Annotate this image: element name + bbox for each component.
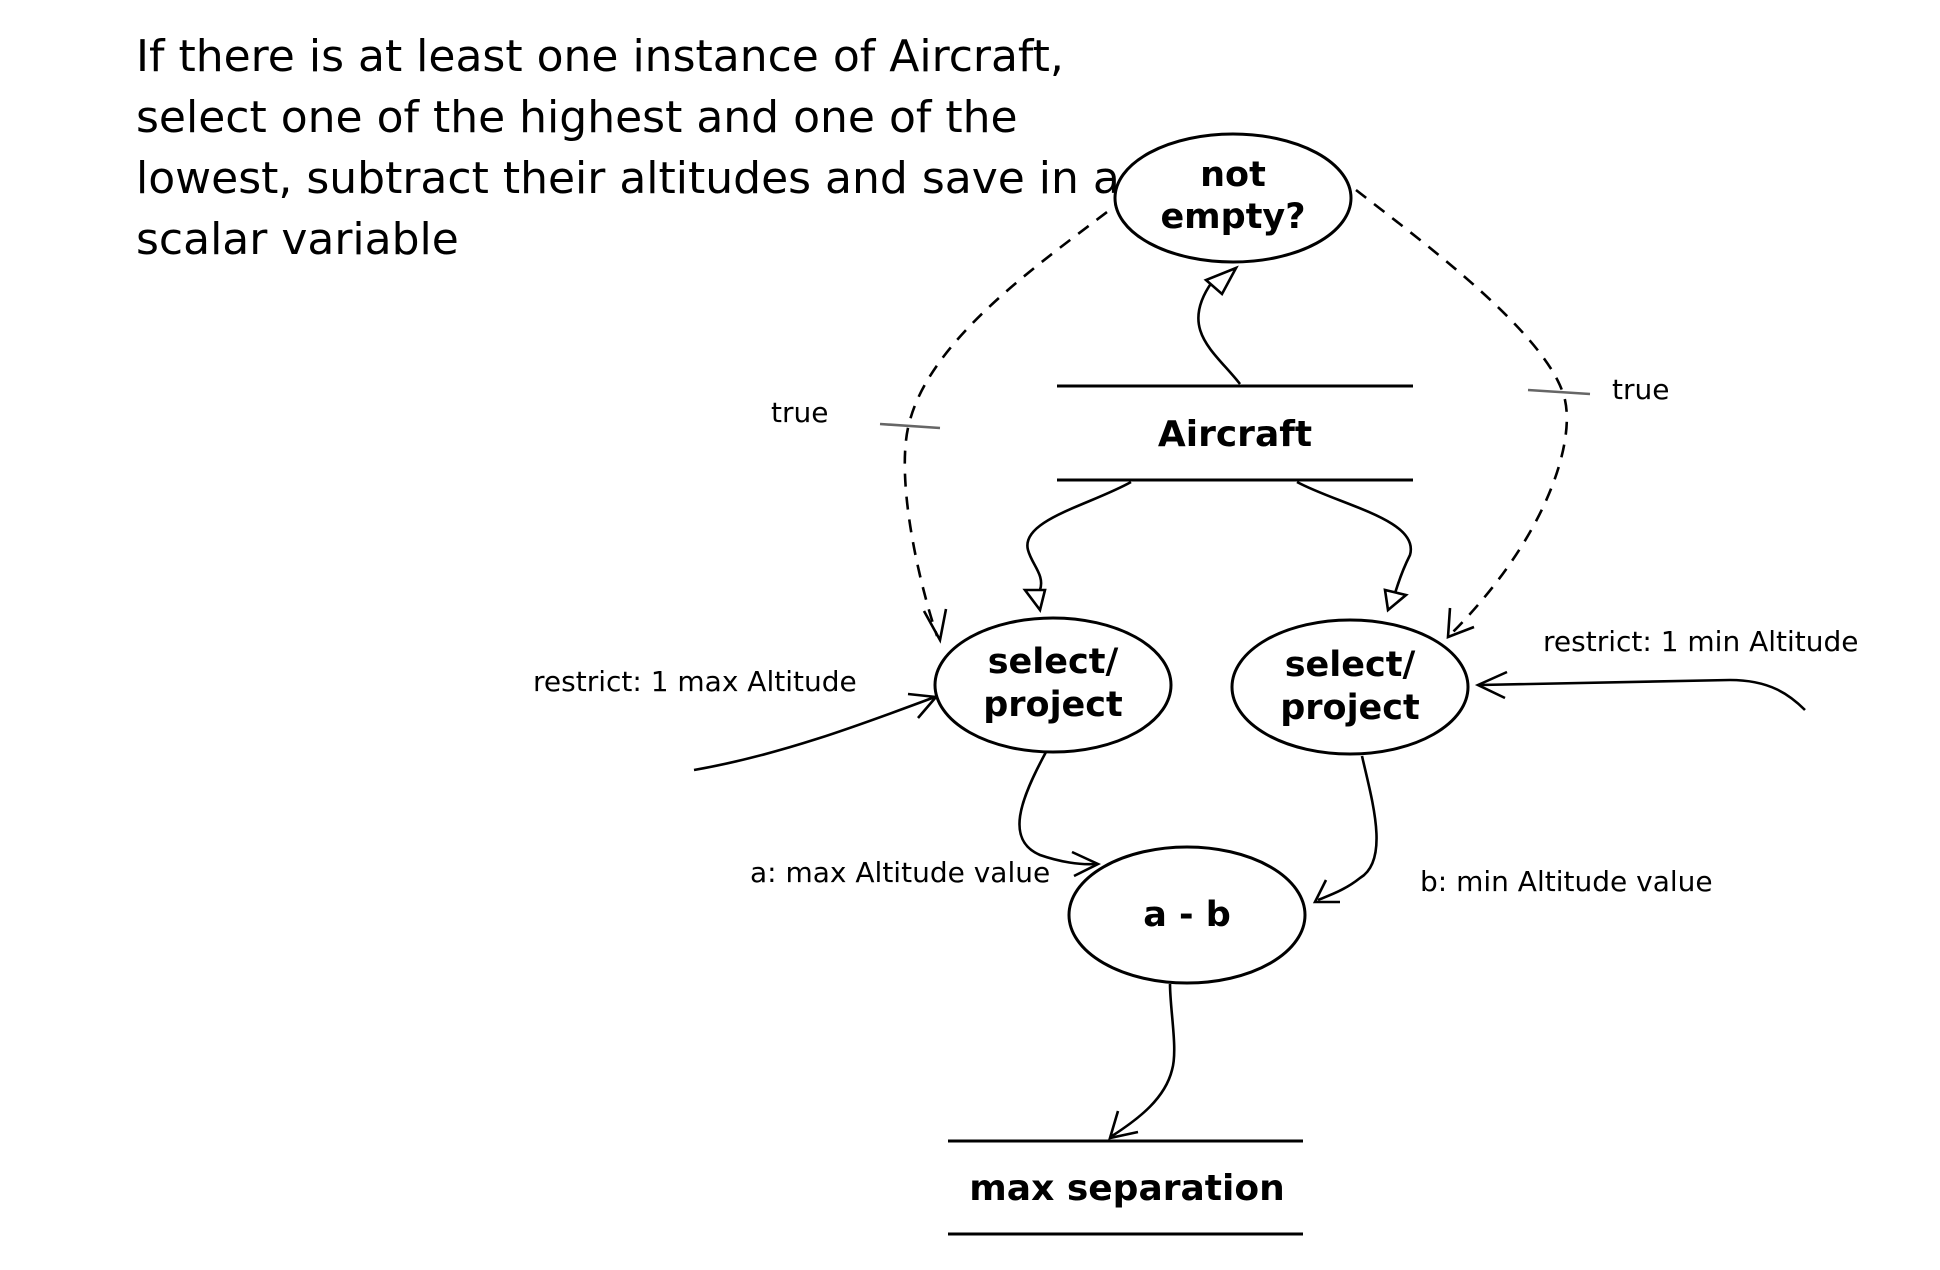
flow-label-value-b: b: min Altitude value [1420, 865, 1713, 898]
hollow-arrowhead-icon [1022, 588, 1047, 613]
flow-tick-mark [1527, 388, 1591, 396]
process-label: empty? [1160, 197, 1305, 237]
process-oval [1230, 618, 1470, 756]
open-arrowhead-icon [1071, 850, 1102, 878]
process-label: not [1200, 155, 1266, 195]
flow-label-value-a: a: max Altitude value [750, 856, 1050, 889]
diagram-description: If there is at least one instance of Air… [136, 26, 1120, 270]
hollow-arrowhead-icon [1383, 588, 1409, 613]
open-arrowhead-icon [922, 608, 948, 644]
process-label: select/ [988, 642, 1119, 682]
description-line: select one of the highest and one of the [136, 92, 1018, 143]
process-label: project [1280, 688, 1420, 728]
flow-restrict-min [1479, 678, 1806, 711]
open-arrowhead-icon [1108, 1110, 1139, 1140]
description-line: If there is at least one instance of Air… [136, 31, 1064, 82]
flow-label-true-right: true [1612, 373, 1669, 406]
control-flow-right [1355, 188, 1569, 636]
flow-tick-mark [879, 422, 941, 430]
process-oval [933, 616, 1173, 754]
flow-value-a [1018, 751, 1096, 866]
process-oval [1067, 845, 1307, 985]
process-subtract: a - b [1067, 845, 1307, 985]
description-line: lowest, subtract their altitudes and sav… [136, 153, 1120, 204]
process-not-empty: not empty? [1113, 132, 1353, 264]
process-select-min: select/ project [1230, 618, 1470, 756]
flow-label-restrict-min: restrict: 1 min Altitude [1543, 625, 1859, 658]
flow-value-b [1317, 755, 1378, 902]
open-arrowhead-icon [1474, 670, 1508, 700]
process-oval [1113, 132, 1353, 264]
flow-label-restrict-max: restrict: 1 max Altitude [533, 665, 857, 698]
flow-aircraft-to-select-max [1026, 480, 1132, 591]
control-flow-left [903, 196, 1126, 637]
store-max-separation-label: max separation [969, 1168, 1284, 1209]
store-aircraft: Aircraft [1057, 384, 1413, 482]
flow-restrict-max [693, 695, 936, 772]
store-aircraft-label: Aircraft [1158, 414, 1312, 455]
flow-aircraft-to-select-min [1296, 480, 1413, 594]
flow-label-true-left: true [771, 396, 828, 429]
description-line: scalar variable [136, 214, 459, 265]
flow-aircraft-to-not-empty [1197, 281, 1242, 385]
process-label: project [983, 685, 1123, 725]
open-arrowhead-icon [1312, 879, 1340, 904]
process-label: select/ [1285, 645, 1416, 685]
open-arrowhead-icon [1446, 607, 1475, 639]
hollow-arrowhead-icon [1203, 265, 1239, 297]
process-select-max: select/ project [933, 616, 1173, 754]
store-max-separation: max separation [948, 1139, 1303, 1236]
flow-to-max-separation [1111, 983, 1176, 1138]
process-label: a - b [1143, 895, 1231, 935]
